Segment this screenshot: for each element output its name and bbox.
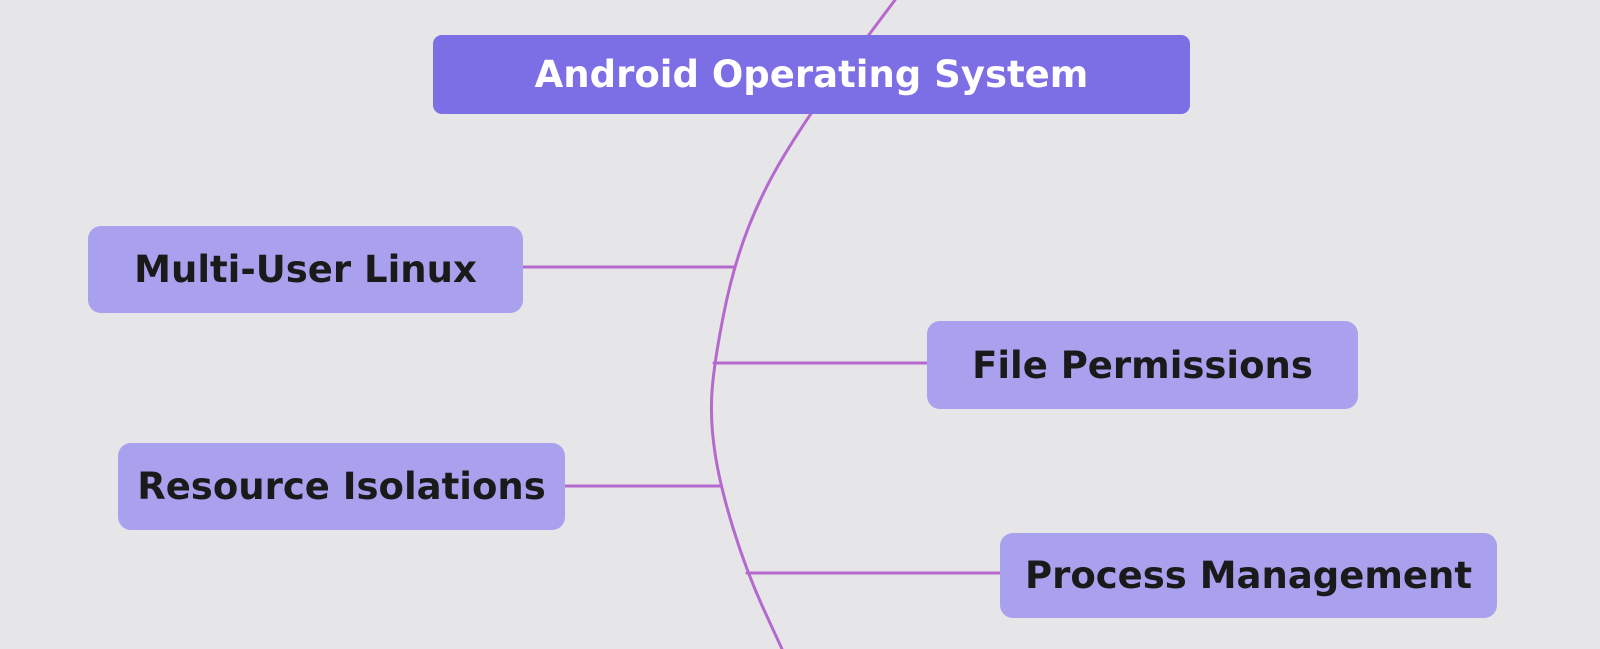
- node-resource-isolations[interactable]: Resource Isolations: [118, 443, 565, 530]
- node-label: Process Management: [1024, 554, 1473, 597]
- node-file-permissions[interactable]: File Permissions: [927, 321, 1358, 409]
- node-multi-user-linux[interactable]: Multi-User Linux: [88, 226, 523, 313]
- node-process-management[interactable]: Process Management: [1000, 533, 1497, 618]
- node-label: File Permissions: [972, 343, 1313, 387]
- node-label: Android Operating System: [534, 53, 1089, 96]
- node-label: Multi-User Linux: [134, 248, 477, 291]
- node-label: Resource Isolations: [137, 465, 546, 508]
- node-android-operating-system[interactable]: Android Operating System: [433, 35, 1190, 114]
